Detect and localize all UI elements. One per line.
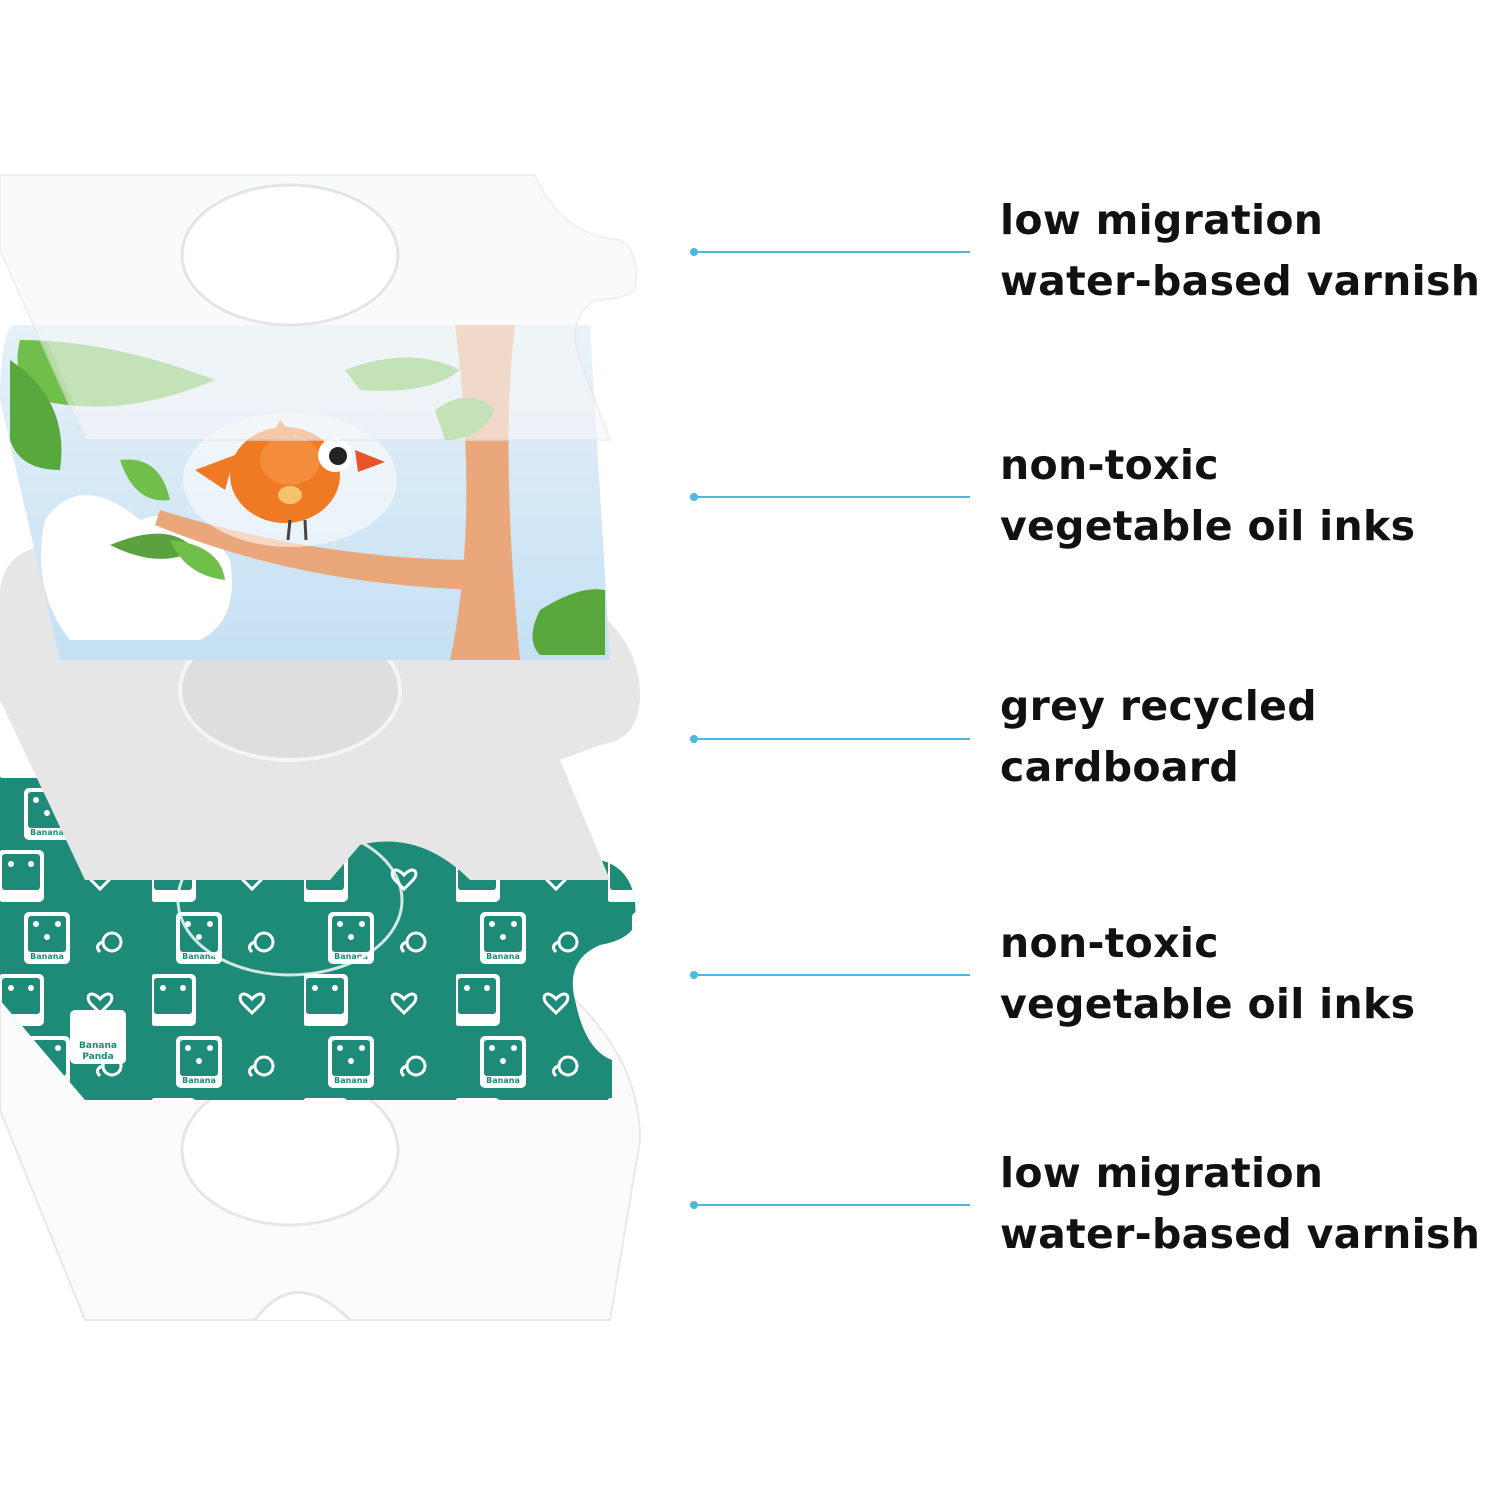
label-back-ink: non-toxic vegetable oil inks xyxy=(1000,913,1415,1035)
back-pattern-brand: Banana Panda xyxy=(70,1010,126,1064)
top-varnish-layer xyxy=(0,174,637,441)
leaf xyxy=(170,540,225,580)
callout-line-cardboard xyxy=(690,735,970,743)
label-line: low migration xyxy=(1000,196,1324,244)
leaf xyxy=(120,459,170,501)
label-line: vegetable oil inks xyxy=(1000,980,1416,1028)
label-line: non-toxic xyxy=(1000,919,1219,967)
leaf xyxy=(110,533,195,559)
callout-dot xyxy=(690,1201,698,1209)
leaf xyxy=(532,589,605,655)
tree-branch xyxy=(155,510,480,590)
label-line: water-based varnish xyxy=(1000,1210,1481,1258)
bird-illustration xyxy=(195,420,385,541)
callout-line-front-ink xyxy=(690,493,970,501)
brand-text-1: Banana xyxy=(79,1041,117,1051)
callout-dot xyxy=(690,248,698,256)
label-cardboard: grey recycled cardboard xyxy=(1000,676,1317,798)
callout-line-top-varnish xyxy=(690,248,970,256)
label-line: cardboard xyxy=(1000,743,1239,791)
label-line: low migration xyxy=(1000,1149,1324,1197)
label-front-ink: non-toxic vegetable oil inks xyxy=(1000,435,1415,557)
callout-dot xyxy=(690,971,698,979)
brand-text-2: Panda xyxy=(82,1052,113,1062)
label-line: vegetable oil inks xyxy=(1000,502,1416,550)
label-line: grey recycled xyxy=(1000,682,1317,730)
callout-line-bottom-varnish xyxy=(690,1201,970,1209)
label-line: water-based varnish xyxy=(1000,257,1481,305)
label-line: non-toxic xyxy=(1000,441,1219,489)
label-top-varnish: low migration water-based varnish xyxy=(1000,190,1480,312)
callout-dot xyxy=(690,493,698,501)
callout-line-back-ink xyxy=(690,971,970,979)
leaf xyxy=(10,360,62,470)
callout-dot xyxy=(690,735,698,743)
label-bottom-varnish: low migration water-based varnish xyxy=(1000,1143,1480,1265)
